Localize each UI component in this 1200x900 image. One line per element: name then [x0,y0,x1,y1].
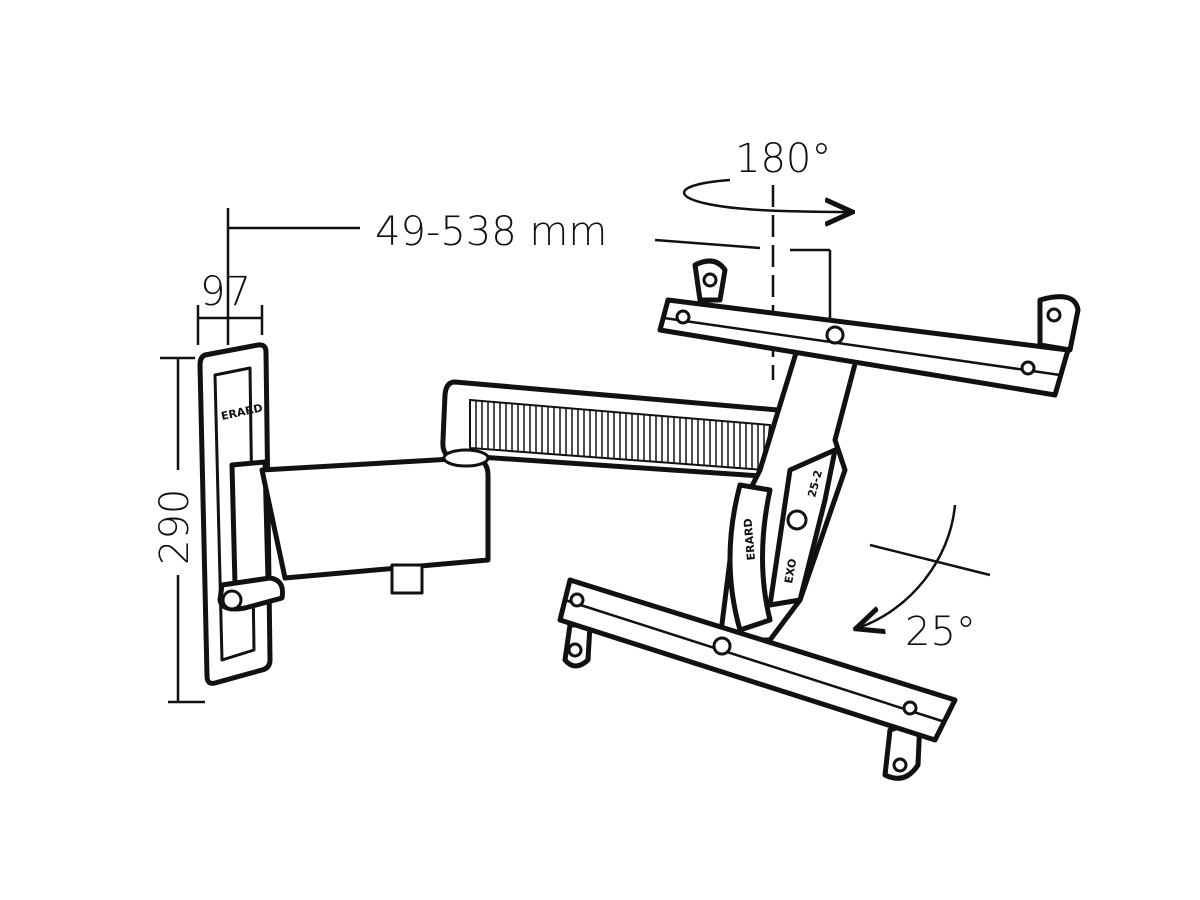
tilt-head: EXO 25-2 ERARD [717,337,863,643]
upper-vesa-rail [657,258,1081,398]
outer-arm [440,379,798,481]
tilt-model-logo: EXO [782,558,799,585]
screw-icon [712,636,732,656]
swivel-indicator: 180° [682,136,850,410]
tilt-bracket-logo: ERARD [741,518,758,561]
screw-icon [221,589,243,611]
inner-arm [217,455,491,612]
plate-height-dimension: 290 [152,356,205,704]
lower-vesa-rail [557,577,958,781]
rotation-arrow-icon [682,178,850,212]
screw-icon [825,325,845,345]
tilt-label: 25° [905,609,976,655]
swivel-label: 180° [735,136,831,182]
reach-label: 49-538 mm [375,209,607,255]
tilt-indicator: 25° [858,504,991,655]
plate-height-label: 290 [152,489,198,565]
screw-icon [786,509,808,531]
plate-width-label: 97 [200,269,251,315]
tilt-arrow-icon [858,504,957,628]
plate-width-dimension: 97 [196,269,264,345]
reach-dimension: 49-538 mm [226,208,761,345]
